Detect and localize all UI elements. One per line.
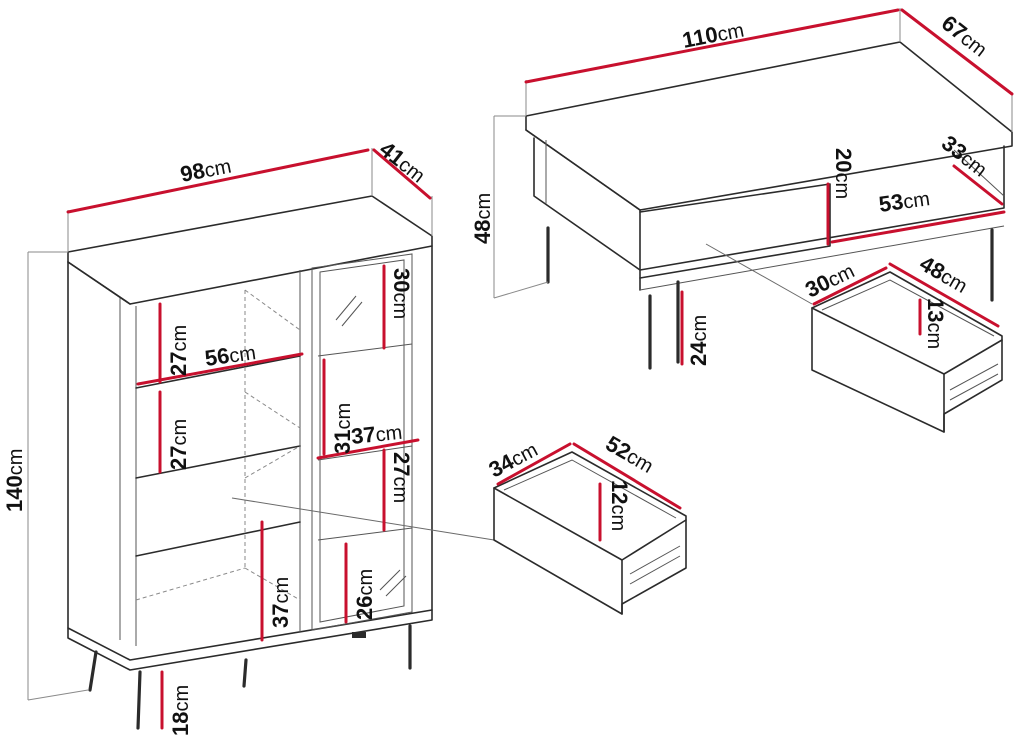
label-shelf-upper: 27cm bbox=[166, 325, 191, 376]
label-glass-top: 30cm bbox=[389, 268, 414, 319]
dim-line-cabinet-width bbox=[66, 148, 370, 214]
label-cabinet-height: 140cm bbox=[2, 449, 27, 512]
dim-line-table-drawer-depth bbox=[888, 262, 1000, 328]
dim-line-table-width bbox=[524, 8, 900, 84]
label-lower-compartment: 37cm bbox=[268, 577, 293, 628]
label-inner-width: 56cm bbox=[203, 339, 257, 371]
cabinet-drawer-drawing: 34cm 52cm 12cm bbox=[485, 431, 687, 615]
table-drawing bbox=[493, 8, 1013, 370]
label-glass-bottom: 26cm bbox=[352, 569, 377, 620]
dim-line-table-drawer-width bbox=[812, 266, 888, 306]
dim-line-inner-width bbox=[136, 352, 304, 386]
label-drawer-height: 12cm bbox=[607, 480, 632, 531]
label-cabinet-leg: 18cm bbox=[168, 685, 193, 736]
label-cabinet-depth: 41cm bbox=[375, 136, 431, 187]
table-labels: 110cm 67cm 48cm 24cm 20cm 53cm 33cm bbox=[470, 10, 993, 366]
label-drawer-front-height: 20cm bbox=[831, 148, 856, 199]
cabinet-drawing bbox=[67, 195, 495, 730]
cabinet-labels: 98cm 41cm 140cm 27cm 27cm 56cm 37cm 18cm… bbox=[2, 136, 431, 736]
label-drawer-front-width: 53cm bbox=[877, 185, 931, 217]
table-drawer-drawing: 30cm 48cm 13cm bbox=[801, 251, 1003, 433]
label-drawer-depth: 52cm bbox=[602, 431, 659, 478]
label-glass-lower: 27cm bbox=[389, 452, 414, 503]
label-glass-width: 37cm bbox=[350, 419, 403, 449]
label-table-width: 110cm bbox=[680, 17, 746, 53]
table-dimension-lines bbox=[524, 8, 1014, 366]
label-glass-middle: 31cm bbox=[330, 403, 355, 454]
label-table-drawer-height: 13cm bbox=[923, 298, 948, 349]
cabinet-extension-lines bbox=[27, 148, 433, 701]
dim-line-table-side-depth bbox=[952, 164, 1004, 206]
label-table-leg: 24cm bbox=[686, 315, 711, 366]
dim-line-glass-width bbox=[316, 438, 420, 460]
dim-line-drawer-depth bbox=[572, 442, 682, 510]
label-shelf-middle: 27cm bbox=[166, 419, 191, 470]
dim-line-cabinet-depth bbox=[372, 148, 432, 200]
dim-line-drawer-width bbox=[496, 442, 572, 486]
label-table-depth: 67cm bbox=[937, 10, 993, 61]
cabinet-dimension-lines bbox=[66, 148, 432, 730]
label-cabinet-width: 98cm bbox=[178, 153, 233, 187]
dim-line-table-depth bbox=[900, 8, 1014, 96]
label-table-height: 48cm bbox=[470, 193, 495, 244]
dim-line-drawer-front-width bbox=[830, 210, 1006, 244]
